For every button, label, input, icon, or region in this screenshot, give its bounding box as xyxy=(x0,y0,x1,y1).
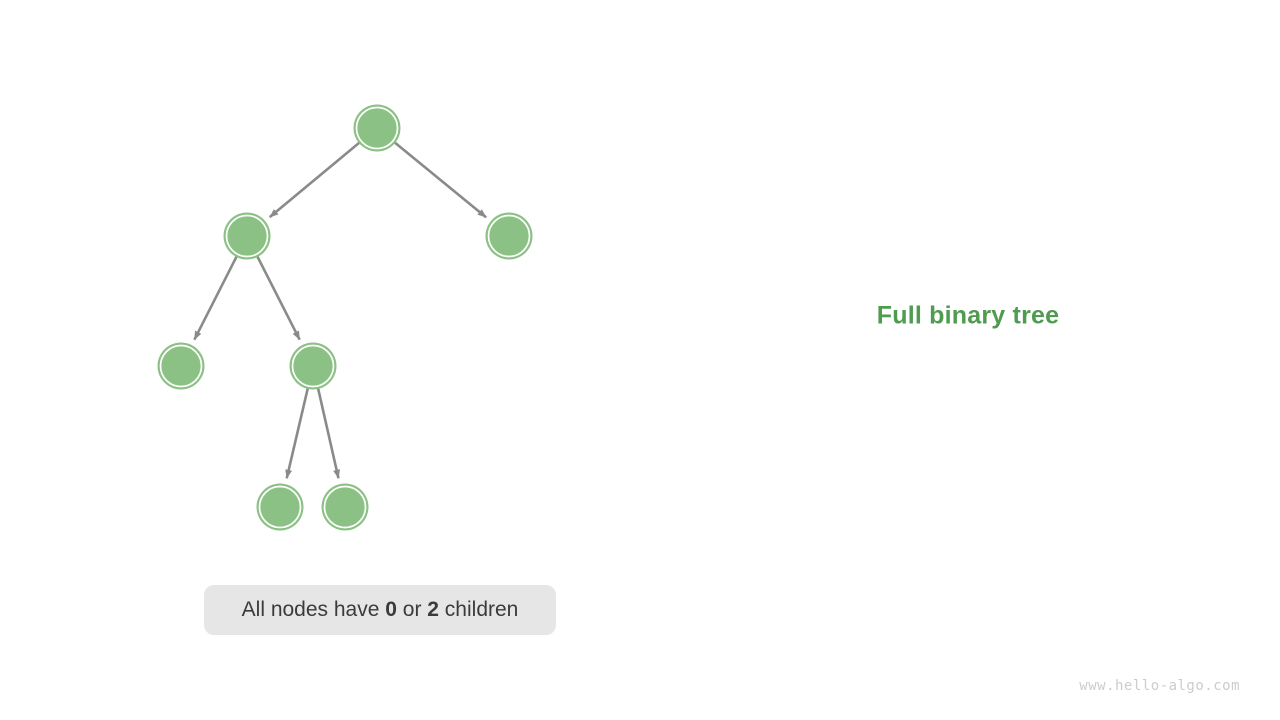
tree-edge xyxy=(193,255,238,341)
tree-nodes xyxy=(157,104,533,531)
tree-node xyxy=(485,212,533,260)
tree-edge xyxy=(393,141,487,219)
caption-bold-segment: 0 xyxy=(385,598,397,621)
tree-node-disc xyxy=(321,483,369,531)
watermark: www.hello-algo.com xyxy=(1079,678,1240,694)
tree-node xyxy=(256,483,304,531)
tree-node-disc xyxy=(485,212,533,260)
tree-edges xyxy=(193,141,487,479)
tree-edge xyxy=(268,141,361,219)
tree-edge xyxy=(316,387,341,479)
tree-node-disc xyxy=(256,483,304,531)
caption-pill: All nodes have 0 or 2 children xyxy=(204,585,556,635)
tree-node-ring xyxy=(487,214,531,258)
tree-node xyxy=(157,342,205,390)
tree-node-ring xyxy=(355,106,399,150)
tree-node-ring xyxy=(159,344,203,388)
tree-node xyxy=(321,483,369,531)
caption-text: All nodes have 0 or 2 children xyxy=(242,598,519,622)
caption-segment: or xyxy=(396,598,428,621)
tree-node-ring xyxy=(258,485,302,529)
tree-edge xyxy=(285,387,310,479)
tree-node-disc xyxy=(223,212,271,260)
tree-node-ring xyxy=(291,344,335,388)
tree-node xyxy=(289,342,337,390)
tree-node xyxy=(223,212,271,260)
diagram-title: Full binary tree xyxy=(876,301,1060,330)
tree-node xyxy=(353,104,401,152)
tree-diagram xyxy=(157,104,533,531)
tree-node-disc xyxy=(157,342,205,390)
caption-bold-segment: 2 xyxy=(427,598,439,621)
tree-node-ring xyxy=(323,485,367,529)
tree-node-ring xyxy=(225,214,269,258)
caption-segment: All nodes have xyxy=(241,598,386,621)
caption-segment: children xyxy=(438,598,519,621)
tree-node-disc xyxy=(353,104,401,152)
tree-node-disc xyxy=(289,342,337,390)
tree-edge xyxy=(256,255,301,341)
